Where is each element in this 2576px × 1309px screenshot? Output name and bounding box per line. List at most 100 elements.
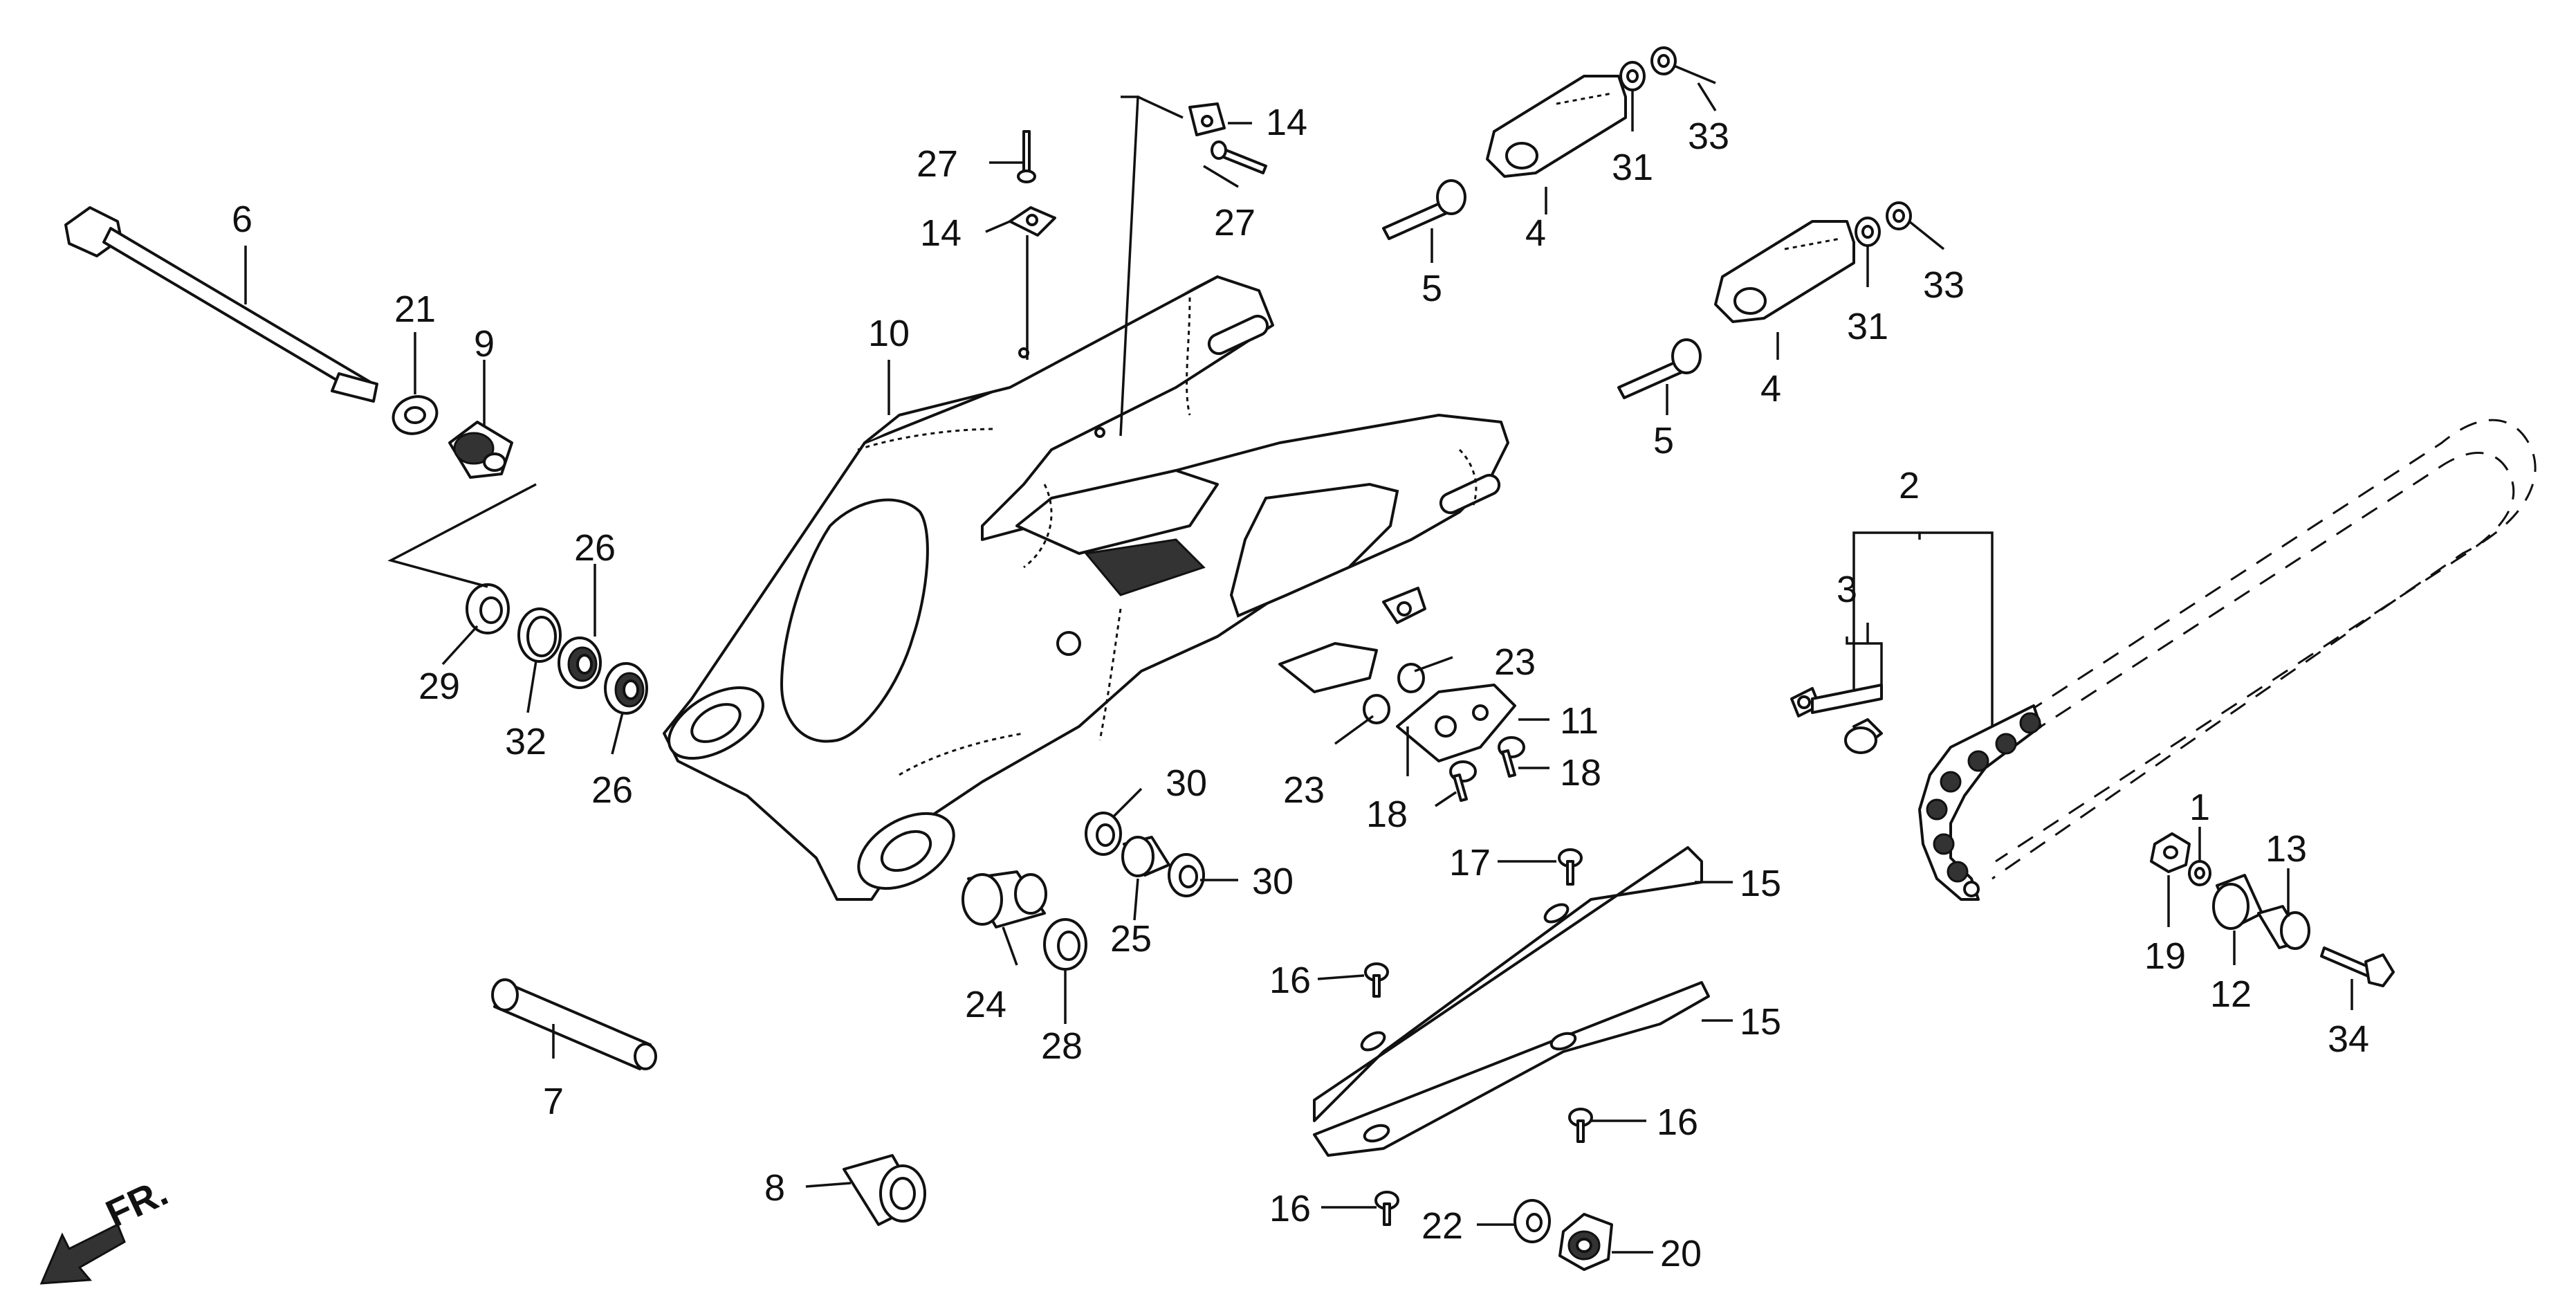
callout-26-top: 26 xyxy=(574,527,616,569)
dust-seal-part-30a xyxy=(1085,812,1122,856)
callout-17: 17 xyxy=(1449,842,1491,884)
callout-24: 24 xyxy=(965,984,1006,1025)
chain-adjuster-part-4a xyxy=(1486,75,1627,178)
callout-31-bottom: 31 xyxy=(1847,306,1888,347)
snap-ring-part-32 xyxy=(517,607,562,663)
callout-30-top: 30 xyxy=(1166,762,1207,804)
callout-2: 2 xyxy=(1899,465,1920,506)
callout-10: 10 xyxy=(868,313,910,354)
nut-part-33a xyxy=(1650,46,1677,75)
collar-part-8 xyxy=(843,1154,926,1226)
callout-16-left: 16 xyxy=(1269,960,1311,1001)
rivet-part-27-left xyxy=(1017,130,1036,183)
washer-part-1 xyxy=(2188,860,2211,886)
callout-18-left: 18 xyxy=(1366,794,1408,835)
chain-adjuster-part-4b xyxy=(1714,220,1855,323)
bushing-part-9 xyxy=(448,421,513,479)
pivot-bolt-part-6 xyxy=(64,206,378,403)
adjuster-bolt-part-5b xyxy=(1617,338,1702,399)
callout-14-top: 14 xyxy=(1266,102,1307,143)
callout-28: 28 xyxy=(1041,1025,1083,1067)
callout-11: 11 xyxy=(1560,700,1599,742)
front-direction-arrow: FR. xyxy=(39,1170,174,1285)
callout-25: 25 xyxy=(1110,918,1152,960)
callout-labels: 6 21 9 26 29 32 26 7 8 10 14 27 27 14 4 … xyxy=(232,102,2369,1274)
bearing-part-26b xyxy=(604,662,648,715)
callout-5-top: 5 xyxy=(1422,268,1442,309)
collar-part-13 xyxy=(2257,905,2310,950)
callout-7: 7 xyxy=(543,1081,564,1122)
nut-part-21 xyxy=(392,395,439,435)
dust-seal-part-29 xyxy=(466,583,510,634)
front-direction-label: FR. xyxy=(99,1170,174,1236)
callout-5-bottom: 5 xyxy=(1653,420,1674,461)
callout-18-right: 18 xyxy=(1560,752,1601,794)
washer-part-22 xyxy=(1514,1199,1551,1243)
leader-lines xyxy=(244,64,2353,1254)
callout-34: 34 xyxy=(2328,1018,2369,1060)
clip-part-14-top xyxy=(1188,102,1226,136)
callout-4-top: 4 xyxy=(1525,212,1546,254)
callout-4-bottom: 4 xyxy=(1760,368,1781,410)
callout-16-right: 16 xyxy=(1657,1101,1698,1143)
chain-slider-part-15-lower xyxy=(1313,981,1710,1157)
chain-joint-part-3 xyxy=(1790,684,1883,754)
callout-6: 6 xyxy=(232,199,252,240)
dust-seal-part-28 xyxy=(1043,918,1087,971)
swingarm-part-10 xyxy=(663,275,1509,901)
callout-16-bottom: 16 xyxy=(1269,1188,1311,1229)
nut-part-33b xyxy=(1886,201,1912,230)
screw-part-17 xyxy=(1558,848,1583,886)
bolt-part-34 xyxy=(2320,946,2395,987)
callout-1: 1 xyxy=(2189,787,2210,828)
washer-part-31b xyxy=(1855,217,1881,247)
drive-chain-part-2 xyxy=(1918,419,2537,901)
callout-23-bottom: 23 xyxy=(1283,769,1325,811)
callout-33-bottom: 33 xyxy=(1923,264,1965,306)
callout-9: 9 xyxy=(474,323,495,365)
screw-part-16b xyxy=(1568,1108,1593,1143)
callout-31-top: 31 xyxy=(1612,147,1653,188)
callout-14-left: 14 xyxy=(920,212,962,254)
callout-13: 13 xyxy=(2265,828,2307,870)
chain-slider-part-15-upper xyxy=(1313,846,1703,1122)
callout-20: 20 xyxy=(1660,1233,1702,1274)
nut-part-19 xyxy=(2150,832,2191,873)
rivet-part-27-right xyxy=(1211,140,1267,174)
callout-26-bottom: 26 xyxy=(591,769,633,811)
chain-links-detail xyxy=(1926,712,2041,897)
pivot-collar-part-7 xyxy=(491,978,657,1070)
screw-part-16c xyxy=(1374,1191,1399,1226)
screw-part-16a xyxy=(1364,962,1389,998)
bolt-part-18b xyxy=(1449,760,1477,802)
nut-part-20 xyxy=(1558,1213,1613,1271)
adjuster-bolt-part-5a xyxy=(1382,179,1466,240)
callout-30-bottom: 30 xyxy=(1252,861,1294,902)
clip-part-14-left xyxy=(1009,206,1056,237)
callout-12: 12 xyxy=(2210,973,2252,1015)
bolt-part-18a xyxy=(1498,736,1525,778)
callout-22: 22 xyxy=(1422,1205,1463,1247)
callout-33-top: 33 xyxy=(1688,116,1729,157)
front-direction-arrow-icon xyxy=(39,1223,126,1285)
callout-23-top: 23 xyxy=(1494,641,1536,683)
washer-part-31a xyxy=(1619,61,1646,91)
chain-guard-part-11 xyxy=(1396,684,1516,762)
bearing-part-26a xyxy=(558,637,602,689)
callout-21: 21 xyxy=(394,289,436,330)
collar-part-23b xyxy=(1363,694,1390,724)
collar-part-25 xyxy=(1121,836,1170,877)
callout-15-upper: 15 xyxy=(1740,863,1781,904)
callout-15-lower: 15 xyxy=(1740,1001,1781,1043)
callout-27-right: 27 xyxy=(1214,202,1255,244)
dust-seal-part-30b xyxy=(1168,853,1205,897)
callout-32: 32 xyxy=(505,721,546,762)
callout-29: 29 xyxy=(418,666,460,707)
callout-19: 19 xyxy=(2144,935,2186,977)
collar-part-12 xyxy=(2212,874,2263,930)
callout-8: 8 xyxy=(764,1167,785,1209)
needle-bearing-part-24 xyxy=(962,870,1047,928)
callout-3: 3 xyxy=(1837,569,1857,610)
callout-27-left: 27 xyxy=(917,143,958,185)
